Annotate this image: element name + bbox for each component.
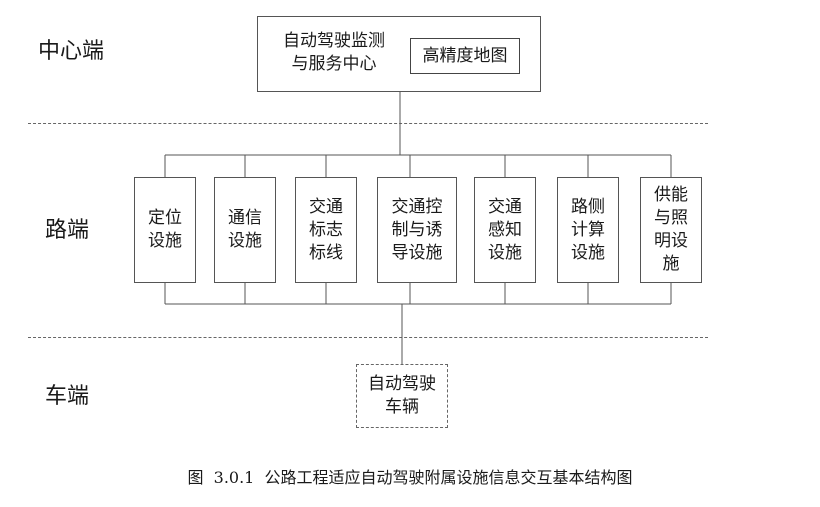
figure-caption: 图 3.0.1 公路工程适应自动驾驶附属设施信息交互基本结构图: [187, 468, 633, 487]
facility-box-6: [557, 177, 619, 283]
vehicle-node-label: 自动驾驶 车辆: [368, 374, 436, 417]
vehicle-node-box: [356, 364, 448, 428]
layer-label-road: 路端: [45, 218, 90, 243]
facility-label-2: 通信 设施: [228, 208, 262, 251]
facility-label-6: 路侧 计算 设施: [571, 196, 605, 263]
facility-box-1: [134, 177, 196, 283]
facility-box-4: [377, 177, 457, 283]
layer-label-center: 中心端: [38, 39, 105, 64]
hd-map-box: [410, 38, 520, 74]
facility-box-2: [214, 177, 276, 283]
facility-label-3: 交通 标志 标线: [309, 196, 343, 263]
layer-label-vehicle: 车端: [45, 384, 90, 409]
divider-center-road: [28, 123, 708, 124]
facility-box-3: [295, 177, 357, 283]
divider-road-vehicle: [28, 337, 708, 338]
facility-label-4: 交通控 制与诱 导设施: [391, 196, 443, 263]
center-node-title: 自动驾驶监测 与服务中心: [283, 31, 385, 74]
facility-box-5: [474, 177, 536, 283]
facility-label-5: 交通 感知 设施: [488, 196, 522, 263]
facility-label-1: 定位 设施: [148, 208, 182, 251]
facility-label-7: 供能 与照 明设 施: [654, 185, 688, 274]
hd-map-label: 高精度地图: [422, 46, 508, 66]
facility-box-7: [640, 177, 702, 283]
